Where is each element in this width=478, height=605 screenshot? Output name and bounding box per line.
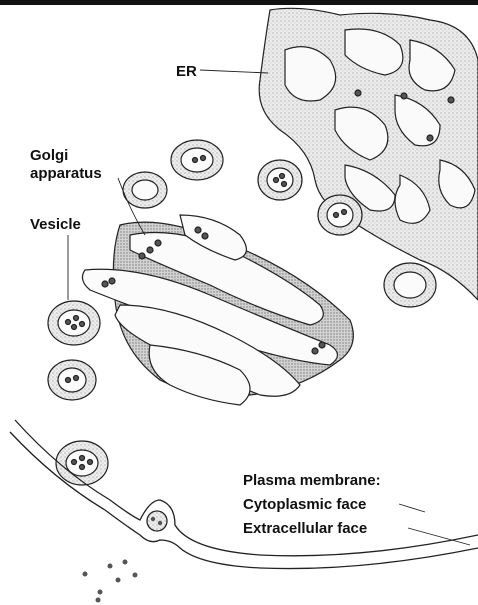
- plasma-membrane-label: Plasma membrane:: [243, 472, 381, 490]
- cyto-leader: [399, 504, 425, 512]
- golgi-stack: [82, 215, 353, 405]
- vesicle-label: Vesicle: [30, 216, 81, 234]
- golgi-label-line1: Golgi: [30, 147, 68, 165]
- er-structure: [259, 8, 478, 300]
- top-border: [0, 0, 478, 5]
- er-label: ER: [176, 63, 197, 81]
- extracellular-face-label: Extracellular face: [243, 520, 367, 538]
- released-cargo: [83, 560, 138, 603]
- er-leader: [200, 70, 268, 73]
- cytoplasmic-face-label: Cytoplasmic face: [243, 496, 366, 514]
- golgi-label-line2: apparatus: [30, 165, 102, 183]
